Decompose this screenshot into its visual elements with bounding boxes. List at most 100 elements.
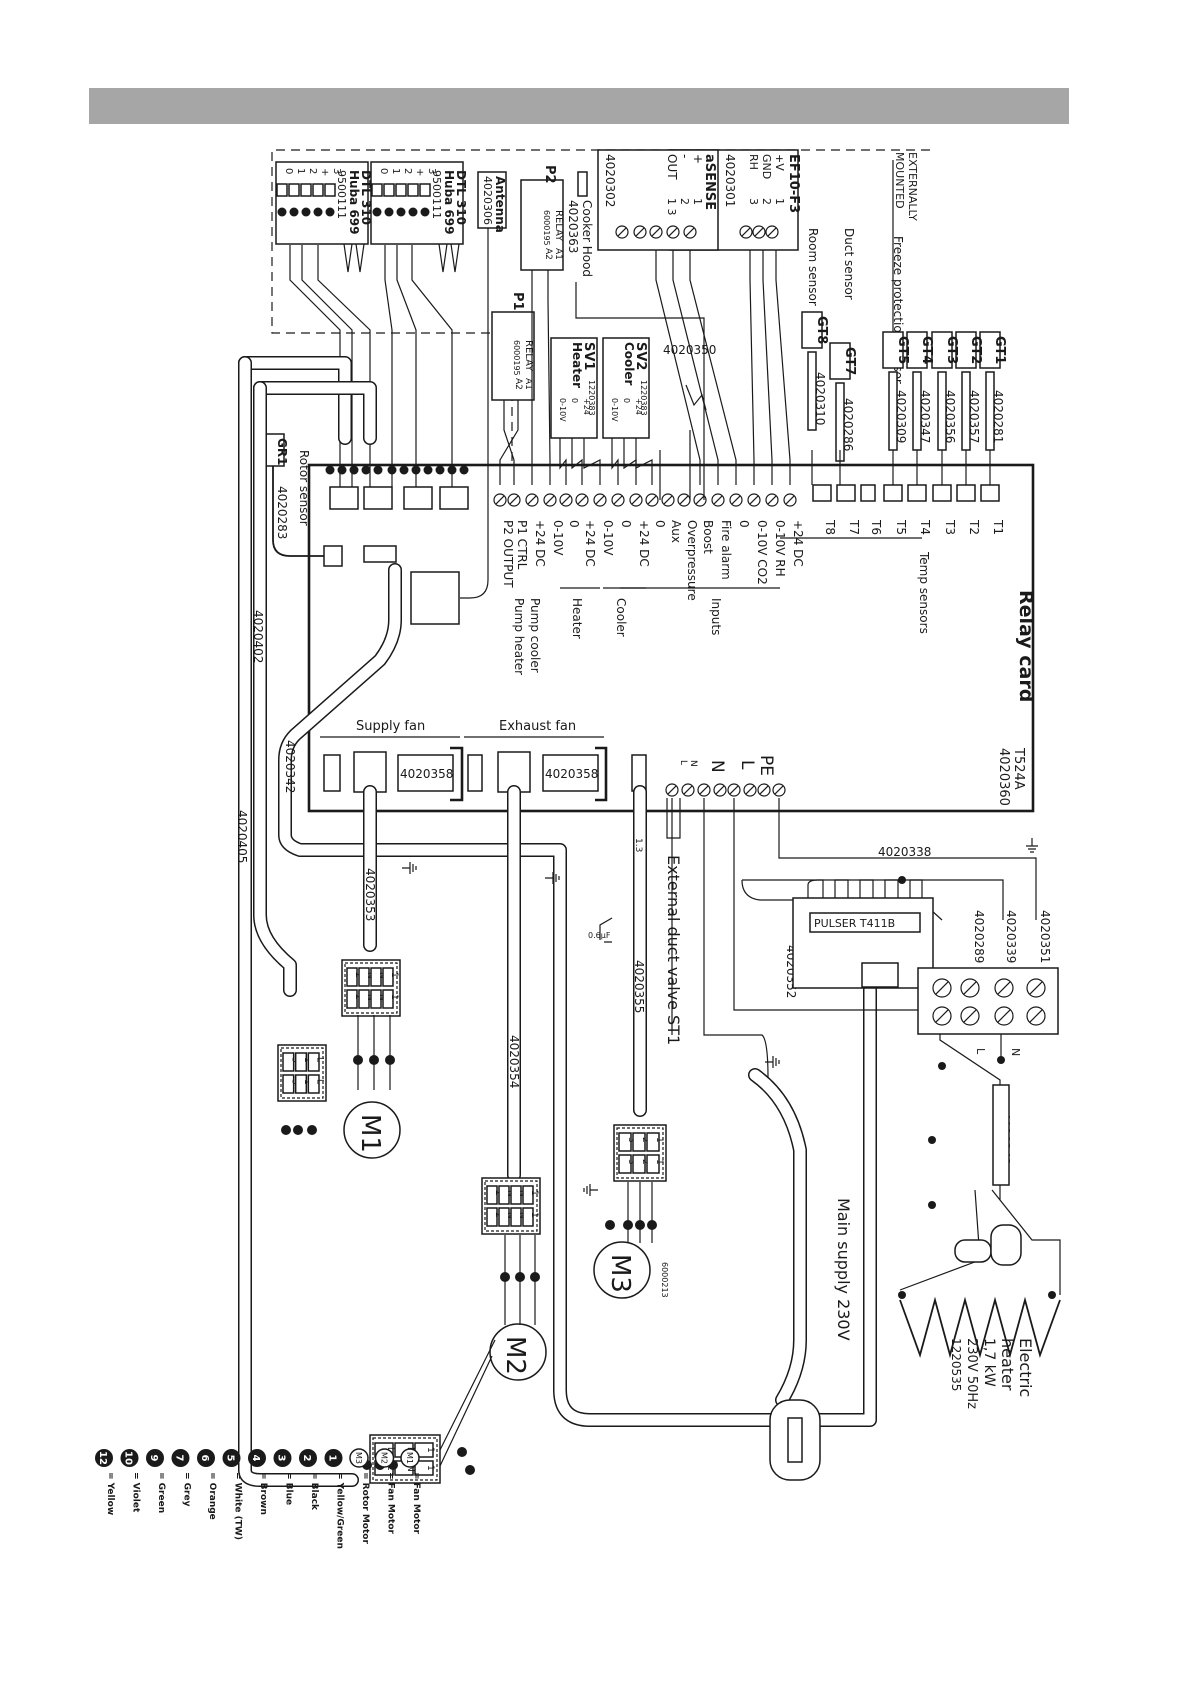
- terminal-screw: [693, 493, 707, 507]
- sensor-part: 4020281: [991, 390, 1005, 443]
- svg-text:2: 2: [493, 1212, 503, 1218]
- sensor-id: GT3: [944, 336, 959, 364]
- svg-text:2: 2: [640, 1137, 650, 1143]
- svg-text:3: 3: [747, 198, 760, 205]
- conn-pin-label: L: [315, 1057, 325, 1062]
- svg-text:Antenna: Antenna: [493, 176, 507, 233]
- svg-text:9: 9: [148, 1455, 159, 1462]
- svg-text:= Yellow/Green: = Yellow/Green: [335, 1472, 345, 1549]
- antenna-box: [477, 171, 507, 229]
- svg-text:GT7: GT7: [842, 347, 857, 375]
- cooker-hood-name: Cooker Hood: [580, 200, 594, 277]
- svg-text:+24: +24: [582, 398, 591, 415]
- svg-text:M3: M3: [605, 1254, 635, 1293]
- svg-text:+24 DC: +24 DC: [637, 520, 651, 567]
- svg-text:+24 DC: +24 DC: [791, 520, 805, 567]
- svg-text:RH: RH: [747, 154, 760, 170]
- svg-text:2: 2: [301, 1455, 312, 1462]
- svg-text:OUT: OUT: [665, 154, 679, 180]
- terminal-screw: [593, 493, 607, 507]
- sensor-id: GT4: [919, 336, 934, 364]
- svg-text:N: N: [365, 994, 375, 1001]
- switch-wires: [659, 430, 691, 500]
- svg-text:= Fan Motor: = Fan Motor: [411, 1472, 421, 1535]
- dtl-name: DTL 310: [359, 170, 373, 225]
- svg-text:6000195: 6000195: [542, 210, 551, 246]
- svg-text:1: 1: [389, 972, 399, 978]
- svg-text:A1: A1: [523, 378, 533, 390]
- svg-text:+V: +V: [773, 154, 786, 171]
- externally-mounted-label-1: EXTERNALLY: [906, 152, 919, 221]
- terminal-screw: [543, 493, 557, 507]
- m3-label: M3: [605, 1254, 635, 1293]
- svg-text:1: 1: [529, 1190, 539, 1196]
- sensor-id: GT8: [814, 316, 829, 344]
- svg-text:2: 2: [353, 994, 363, 1000]
- svg-text:2: 2: [640, 1159, 650, 1165]
- p1-a1: A1: [523, 378, 533, 390]
- signal-wires: [499, 250, 791, 485]
- terminal-screw: [559, 493, 573, 507]
- svg-text:2: 2: [353, 972, 363, 978]
- conn-pin-label: 1: [654, 1137, 664, 1143]
- valve-label: External duct valve ST1: [664, 855, 683, 1045]
- svg-text:1: 1: [529, 1212, 539, 1218]
- power-terminal: [681, 783, 695, 797]
- asense-pin-num: 2: [678, 198, 691, 205]
- dtl-pin-label: 1: [295, 168, 306, 174]
- legend-label: = Violet: [131, 1472, 141, 1513]
- svg-text:4020302: 4020302: [603, 154, 617, 207]
- terminal-screw: [677, 493, 691, 507]
- exhaust-fan-plug-1: [467, 754, 483, 792]
- svg-text:Electric: Electric: [1016, 1338, 1035, 1397]
- svg-text:Duct sensor: Duct sensor: [842, 228, 856, 300]
- svg-text:MOUNTED: MOUNTED: [893, 152, 906, 209]
- svg-text:+24: +24: [634, 398, 643, 415]
- heater-label: Heater: [570, 598, 584, 639]
- svg-text:Room sensor: Room sensor: [806, 228, 820, 306]
- terminal-screw: [711, 493, 725, 507]
- cooker-hood-part: 4020363: [566, 200, 580, 253]
- dtl-part: 9500111: [430, 170, 443, 219]
- svg-text:PULSER T411B: PULSER T411B: [814, 917, 895, 930]
- conn-pin-label: N: [377, 972, 387, 979]
- dtl-wire-dot: [337, 465, 347, 475]
- sensor-part: 4020309: [894, 390, 908, 443]
- svg-text:1220383: 1220383: [587, 380, 596, 416]
- svg-text:3: 3: [426, 168, 437, 174]
- svg-text:0: 0: [378, 168, 389, 174]
- svg-text:0-10V: 0-10V: [558, 398, 567, 422]
- svg-text:+: +: [691, 154, 705, 164]
- terminal-box: [956, 484, 976, 502]
- l-small-label: L: [678, 760, 688, 765]
- m1-label: M1: [355, 1114, 385, 1153]
- svg-text:L: L: [737, 760, 757, 770]
- svg-text:= Orange: = Orange: [207, 1472, 217, 1520]
- svg-text:1: 1: [390, 168, 401, 174]
- relay-card-model: T524A: [1011, 747, 1026, 790]
- sv1-pin-label: +24: [582, 398, 591, 415]
- terminal-label: +24 DC: [533, 520, 547, 567]
- pump-heater-label: Pump heater: [512, 598, 526, 675]
- svg-text:= Black: = Black: [309, 1472, 319, 1511]
- terminal-label: T5: [894, 519, 908, 535]
- legend-item: 12= Yellow: [95, 1449, 115, 1515]
- terminal-strip: [493, 484, 1000, 507]
- svg-text:6: 6: [199, 1455, 210, 1462]
- svg-text:GND: GND: [760, 154, 773, 179]
- m3-part: 6000213: [660, 1262, 669, 1298]
- svg-text:4020351: 4020351: [1038, 910, 1052, 963]
- asense-part: 4020302: [603, 154, 617, 207]
- relay-connector-d: [439, 486, 469, 510]
- dtl-wire-dot: [423, 465, 433, 475]
- svg-text:4020339: 4020339: [1004, 910, 1018, 963]
- svg-text:L: L: [974, 1048, 987, 1055]
- conn-pin-label: 3: [626, 1137, 636, 1143]
- cooker-hood-connector: [577, 171, 588, 197]
- sv2-name: SV2: [633, 342, 648, 370]
- svg-text:N: N: [707, 760, 727, 773]
- svg-text:0-10V: 0-10V: [551, 520, 565, 556]
- svg-text:P2: P2: [542, 165, 557, 184]
